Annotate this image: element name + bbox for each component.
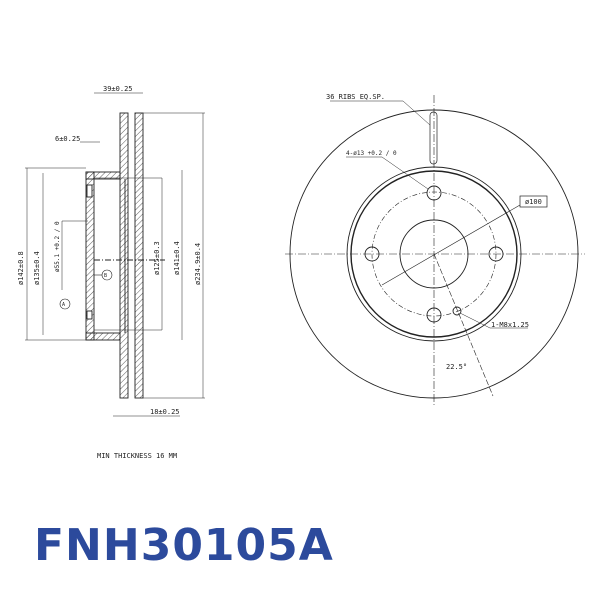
datum-b: B <box>104 273 107 279</box>
angle-label: 22.5° <box>446 363 467 371</box>
datum-a: A <box>62 302 65 308</box>
min-thickness-note: MIN THICKNESS 16 MM <box>97 452 177 460</box>
ribs-label: 36 RIBS EQ.SP. <box>326 93 385 101</box>
pcd-box <box>519 195 548 208</box>
dim-125: ø125±0.3 <box>153 241 161 275</box>
part-number: FNH30105A <box>34 520 334 571</box>
dim-hat-inner: ø135±0.4 <box>33 251 41 285</box>
dim-outer-hat: ø142±0.8 <box>17 251 25 285</box>
dim-disc-thickness: 18±0.25 <box>150 408 180 416</box>
dim-width-total: 39±0.25 <box>103 85 133 93</box>
pcd-label: ø100 <box>525 198 542 206</box>
thread-hole-label: 1-M8x1.25 <box>491 321 529 329</box>
dim-141: ø141±0.4 <box>173 241 181 275</box>
front-view <box>285 95 585 405</box>
dim-outer: ø234.9±0.4 <box>194 243 202 285</box>
dim-hat-thickness: 6±0.25 <box>55 135 80 143</box>
bolt-holes-label: 4-ø13 +0.2 / 0 <box>346 150 397 157</box>
side-section-view <box>25 92 205 417</box>
dim-center-bore: ø55.1 +0.2 / 0 <box>54 221 61 272</box>
